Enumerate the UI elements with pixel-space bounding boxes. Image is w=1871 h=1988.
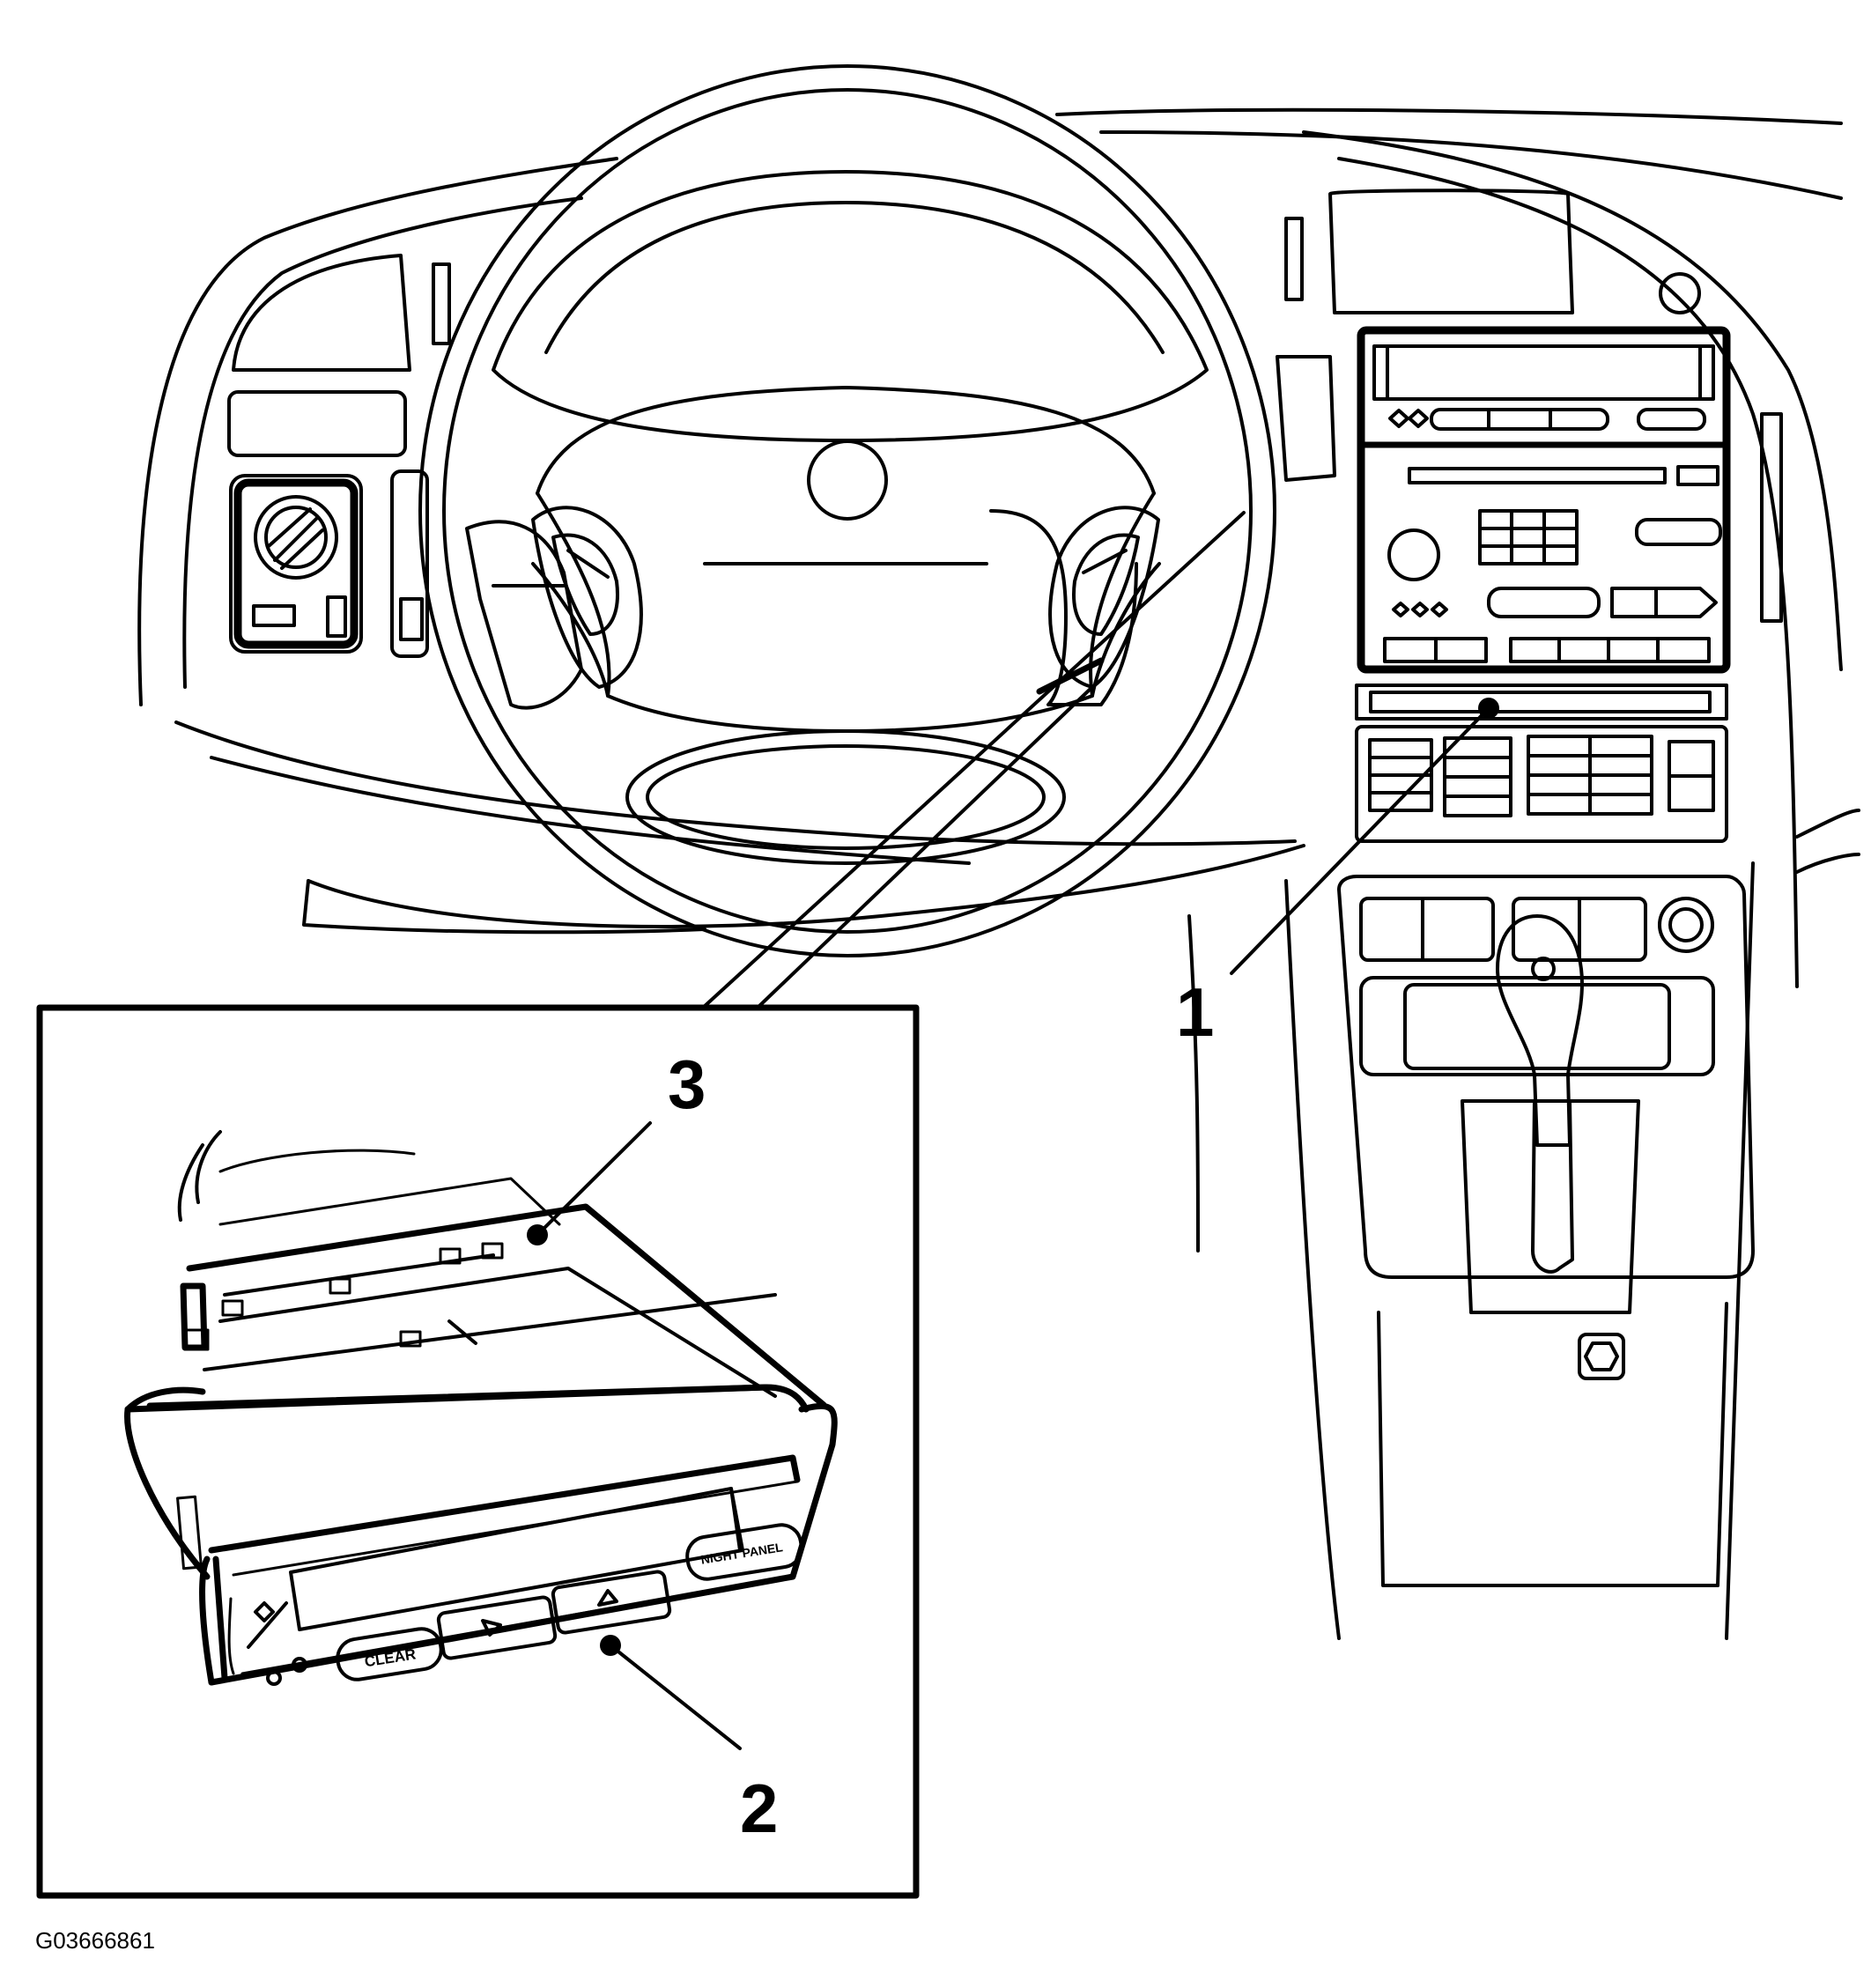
detail-inset: CLEAR NIGHT PANEL bbox=[36, 1004, 920, 1899]
callout-2: 2 bbox=[740, 1770, 778, 1847]
up-arrow-icon bbox=[597, 1589, 618, 1607]
detail-pointer-lower bbox=[756, 685, 1094, 1009]
center-console bbox=[1337, 875, 1755, 1587]
climate-control bbox=[1355, 684, 1728, 843]
left-instrument-panel bbox=[227, 254, 451, 658]
callout-1: 1 bbox=[1176, 973, 1214, 1051]
up-arrow-button[interactable] bbox=[551, 1570, 672, 1635]
display-unit-2: CLEAR NIGHT PANEL bbox=[124, 1130, 838, 1686]
radio-unit bbox=[1357, 326, 1783, 674]
callout-3-leader bbox=[536, 1121, 652, 1237]
center-vents bbox=[1276, 188, 1701, 482]
callout-2-leader bbox=[609, 1644, 742, 1750]
detail-frame bbox=[36, 1004, 920, 1899]
down-arrow-icon bbox=[481, 1619, 502, 1637]
callout-2-dot bbox=[600, 1635, 621, 1656]
callout-1-leader bbox=[1230, 706, 1490, 975]
figure-id: G03666861 bbox=[35, 1927, 155, 1954]
leader-lines bbox=[701, 511, 1499, 1009]
clear-button[interactable] bbox=[335, 1626, 444, 1682]
dashboard-outline bbox=[137, 107, 1860, 1640]
callout-3-dot bbox=[527, 1224, 548, 1245]
night-panel-button[interactable] bbox=[684, 1522, 804, 1582]
detail-pointer-upper bbox=[701, 511, 1246, 1009]
down-arrow-button[interactable] bbox=[436, 1595, 558, 1660]
callout-1-dot bbox=[1478, 698, 1499, 719]
callout-3: 3 bbox=[668, 1046, 706, 1123]
